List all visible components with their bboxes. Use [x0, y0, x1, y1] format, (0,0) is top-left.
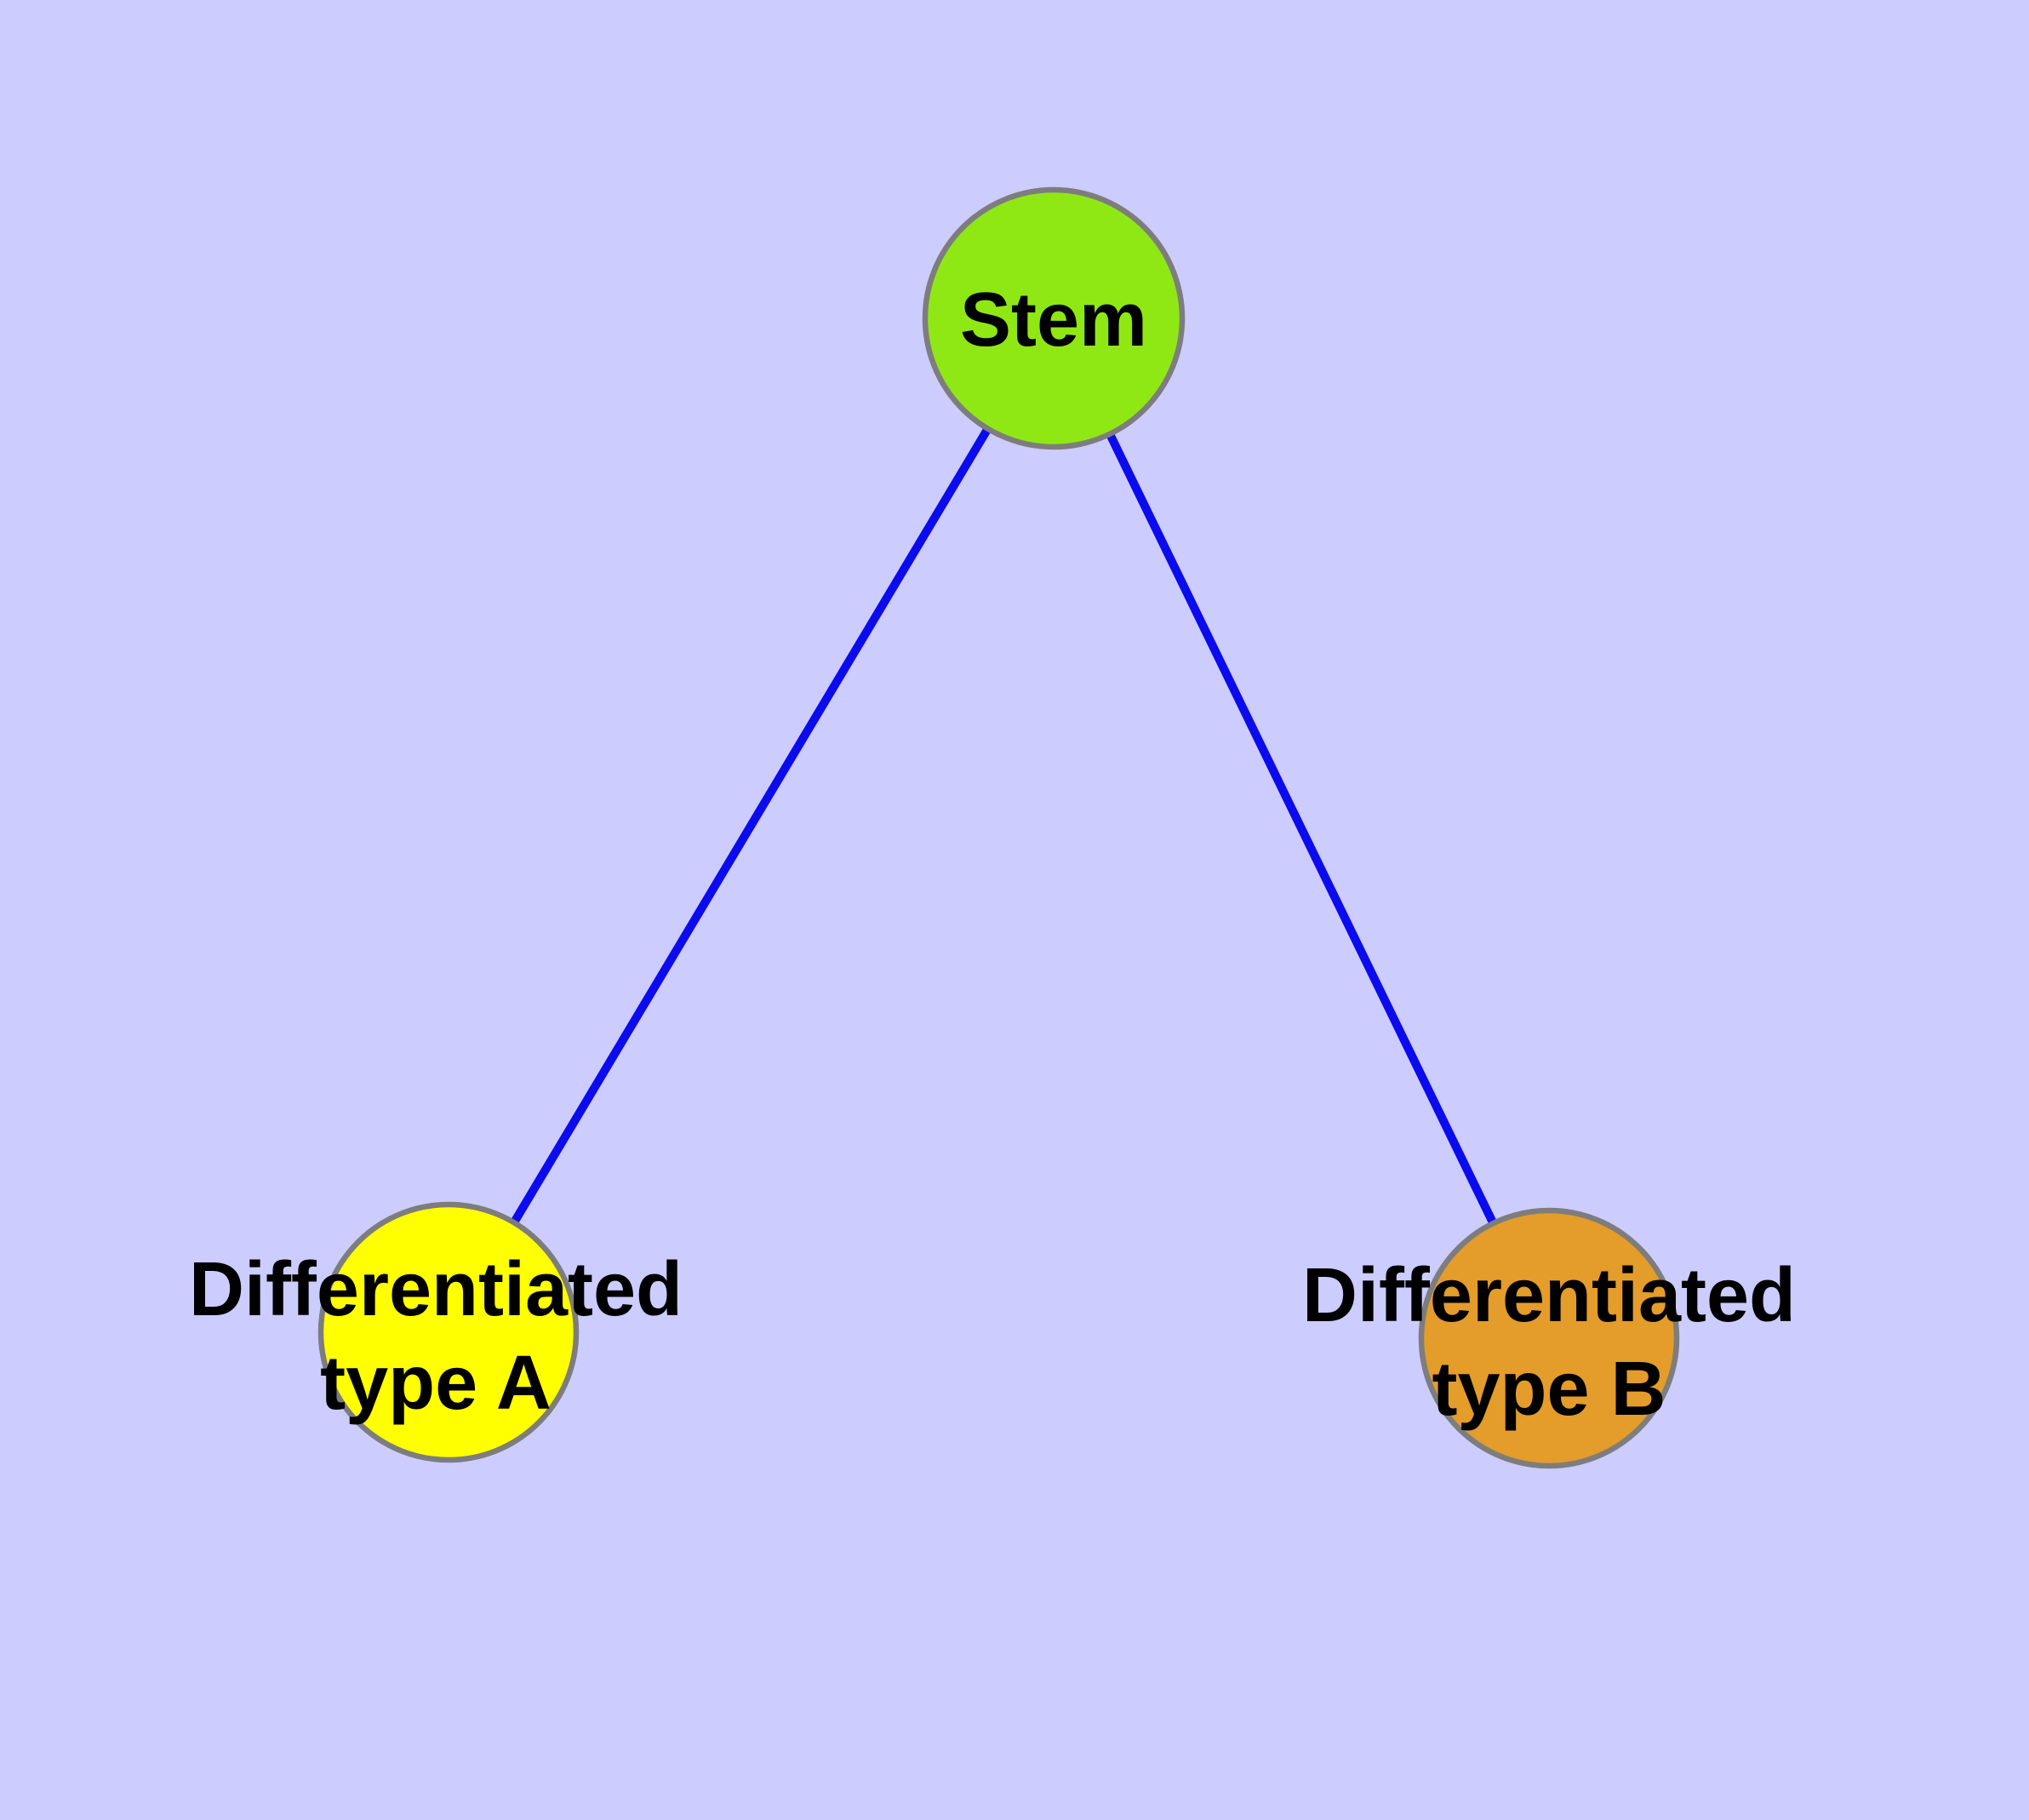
- node-type-a-circle: [317, 1201, 580, 1463]
- node-type-a-label-line1: Differentiated: [189, 1247, 683, 1332]
- node-type-a-label-line2: type A: [320, 1341, 552, 1426]
- edge-stem-to-type-a: [444, 316, 1058, 1335]
- edge-stem-to-type-b: [1049, 316, 1553, 1341]
- node-stem-circle: [922, 186, 1186, 450]
- node-type-b-circle: [1418, 1207, 1680, 1469]
- node-stem-label: Stem: [960, 278, 1147, 363]
- node-type-b-label-line1: Differentiated: [1302, 1253, 1796, 1338]
- node-type-b-label-line2: type B: [1432, 1347, 1666, 1432]
